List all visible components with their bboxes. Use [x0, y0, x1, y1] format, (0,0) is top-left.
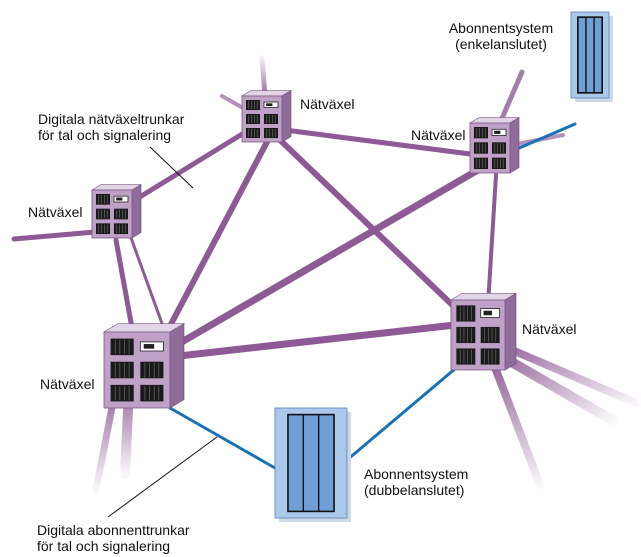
- subscriber-link-single: [508, 122, 577, 154]
- switch-display-screen: [494, 130, 501, 134]
- switch-port-panel: [110, 361, 134, 379]
- leader-subscriber-trunks: [107, 436, 218, 518]
- switch-display-screen: [483, 310, 493, 316]
- stub-trunk: [503, 355, 617, 425]
- trunk-top-righttop: [282, 127, 481, 158]
- leader-lines: [107, 146, 218, 518]
- subscriber-link-double-right: [345, 366, 458, 462]
- switch-port-panel: [140, 384, 164, 402]
- trunk-top-left: [127, 125, 255, 206]
- subscriber-systems: [274, 11, 613, 522]
- annotation-subscriber-trunks-line1: Digitala abonnenttrunkar: [37, 522, 190, 538]
- leader-network-trunks: [149, 146, 194, 189]
- switch-sw-left: [90, 184, 143, 239]
- switch-label-right-top: Nätväxel: [411, 127, 466, 143]
- switch-port-panel: [456, 348, 476, 365]
- switch-port-panel: [492, 157, 506, 169]
- switches: [90, 90, 521, 409]
- stub-trunk: [11, 229, 98, 242]
- network-trunks: [113, 125, 498, 361]
- switch-side-face: [131, 184, 142, 239]
- switch-side-face: [281, 90, 292, 143]
- trunk-righttop-right: [486, 173, 498, 307]
- subscriber-system-single-line1: Abonnentsystem: [448, 20, 554, 36]
- switch-display-screen: [143, 344, 155, 349]
- switch-label-big-left: Nätväxel: [40, 376, 95, 392]
- switch-port-panel: [456, 305, 476, 322]
- switch-port-panel: [96, 194, 110, 205]
- switch-port-panel: [246, 128, 260, 138]
- switch-sw-right_top: [468, 117, 521, 174]
- annotation-network-trunks-line1: Digitala nätväxeltrunkar: [38, 111, 185, 127]
- stub-trunk: [508, 346, 640, 407]
- switch-port-panel: [246, 100, 260, 110]
- switch-side-face: [504, 292, 517, 371]
- switch-port-panel: [474, 157, 488, 169]
- switch-port-panel: [140, 361, 164, 379]
- trunk-righttop-bigleft: [164, 166, 482, 354]
- subscriber-system-double-line1: Abonnentsystem: [364, 466, 469, 482]
- subscriber-system-single: [570, 11, 613, 102]
- subscriber-links: [168, 122, 577, 470]
- stub-trunk: [259, 55, 268, 99]
- annotation-network-trunks-line2: för tal och signalering: [38, 127, 172, 143]
- trunk-left-bigleft-2: [128, 233, 170, 342]
- subscriber-system-label-double: Abonnentsystem (dubbelanslutet): [364, 466, 468, 498]
- switch-port-panel: [246, 114, 260, 124]
- subscriber-link-double-left: [168, 406, 277, 470]
- switch-side-face: [509, 117, 520, 174]
- stub-trunk: [492, 366, 544, 489]
- switch-port-panel: [456, 326, 476, 344]
- trunk-left-bigleft: [113, 237, 135, 331]
- switch-label-left: Nätväxel: [28, 204, 83, 220]
- switch-label-top: Nätväxel: [300, 96, 355, 112]
- switch-port-panel: [480, 326, 500, 344]
- trunk-bigleft-right: [166, 321, 459, 361]
- subscriber-system-single-line2: (enkelanslutet): [455, 36, 547, 52]
- switch-port-panel: [96, 223, 110, 234]
- switch-sw-right: [449, 292, 518, 371]
- subscriber-system-frame: [577, 16, 603, 94]
- switch-port-panel: [110, 384, 134, 402]
- switch-display-screen: [266, 103, 273, 107]
- switch-port-panel: [264, 128, 278, 138]
- switch-port-panel: [114, 223, 128, 234]
- annotation-subscriber-trunks: Digitala abonnenttrunkar för tal och sig…: [37, 522, 190, 554]
- switch-sw-big_left: [102, 323, 186, 409]
- subscriber-system-double: [274, 407, 351, 522]
- switch-port-panel: [474, 142, 488, 154]
- switch-port-panel: [492, 142, 506, 154]
- switch-label-right: Nätväxel: [522, 321, 577, 337]
- subscriber-system-frame: [287, 413, 335, 513]
- switch-port-panel: [110, 338, 134, 356]
- annotation-subscriber-trunks-line2: för tal och signalering: [37, 538, 171, 554]
- trunk-top-bigleft: [157, 137, 271, 348]
- switch-port-panel: [264, 114, 278, 124]
- switch-port-panel: [114, 208, 128, 220]
- subscriber-system-label-single: Abonnentsystem (enkelanslutet): [440, 20, 562, 52]
- annotation-network-trunks: Digitala nätväxeltrunkar för tal och sig…: [38, 111, 184, 143]
- switch-sw-top: [240, 90, 293, 143]
- switch-side-face: [169, 323, 185, 409]
- switch-port-panel: [474, 127, 488, 139]
- switch-port-panel: [96, 208, 110, 220]
- subscriber-system-double-line2: (dubbelanslutet): [364, 482, 465, 498]
- switch-display-screen: [116, 197, 123, 201]
- switch-port-panel: [480, 348, 500, 365]
